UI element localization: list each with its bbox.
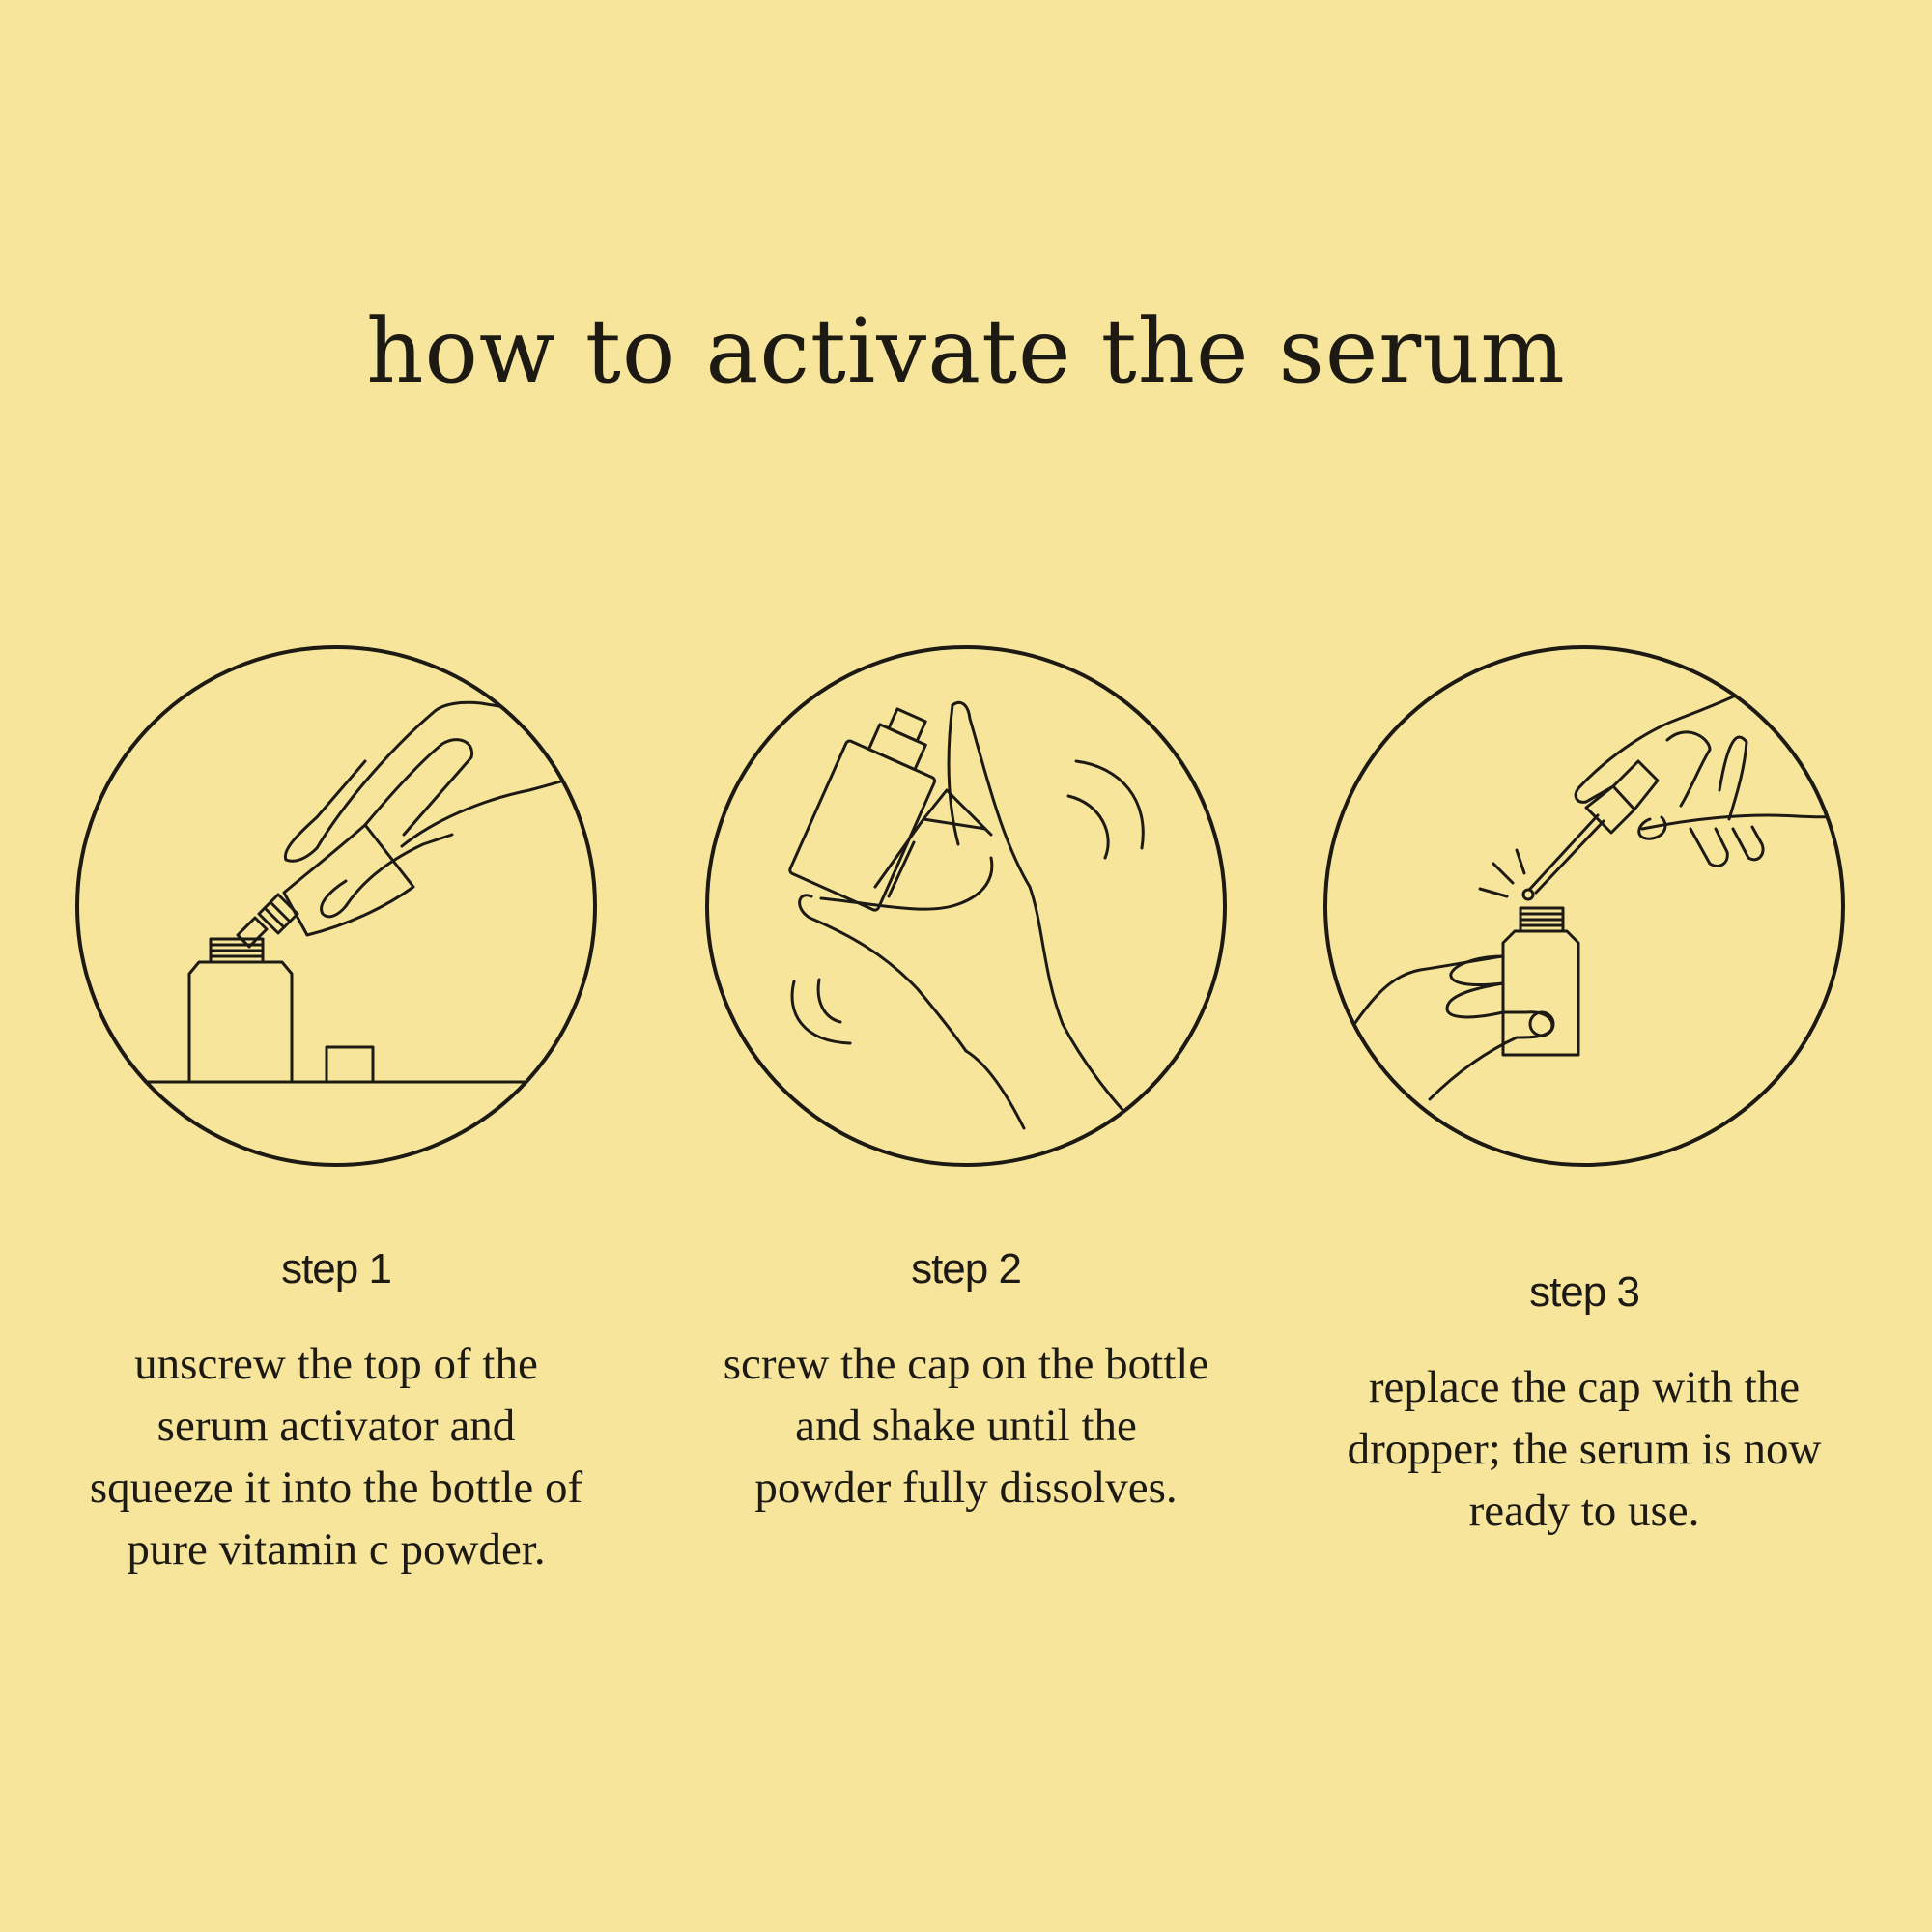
step-label: step 2 (911, 1245, 1022, 1293)
step-description: unscrew the top of the serum activator a… (89, 1339, 583, 1575)
hand-shaking-bottle-icon (705, 645, 1227, 1167)
step-description: replace the cap with the dropper; the se… (1347, 1362, 1822, 1536)
hand-pouring-activator-icon (75, 645, 597, 1167)
page-title: how to activate the serum (366, 299, 1566, 403)
step-label: step 1 (281, 1245, 392, 1293)
step-description: screw the cap on the bottle and shake un… (723, 1339, 1209, 1513)
hand-dropper-bottle-icon (1323, 645, 1845, 1167)
step-label: step 3 (1529, 1268, 1640, 1316)
